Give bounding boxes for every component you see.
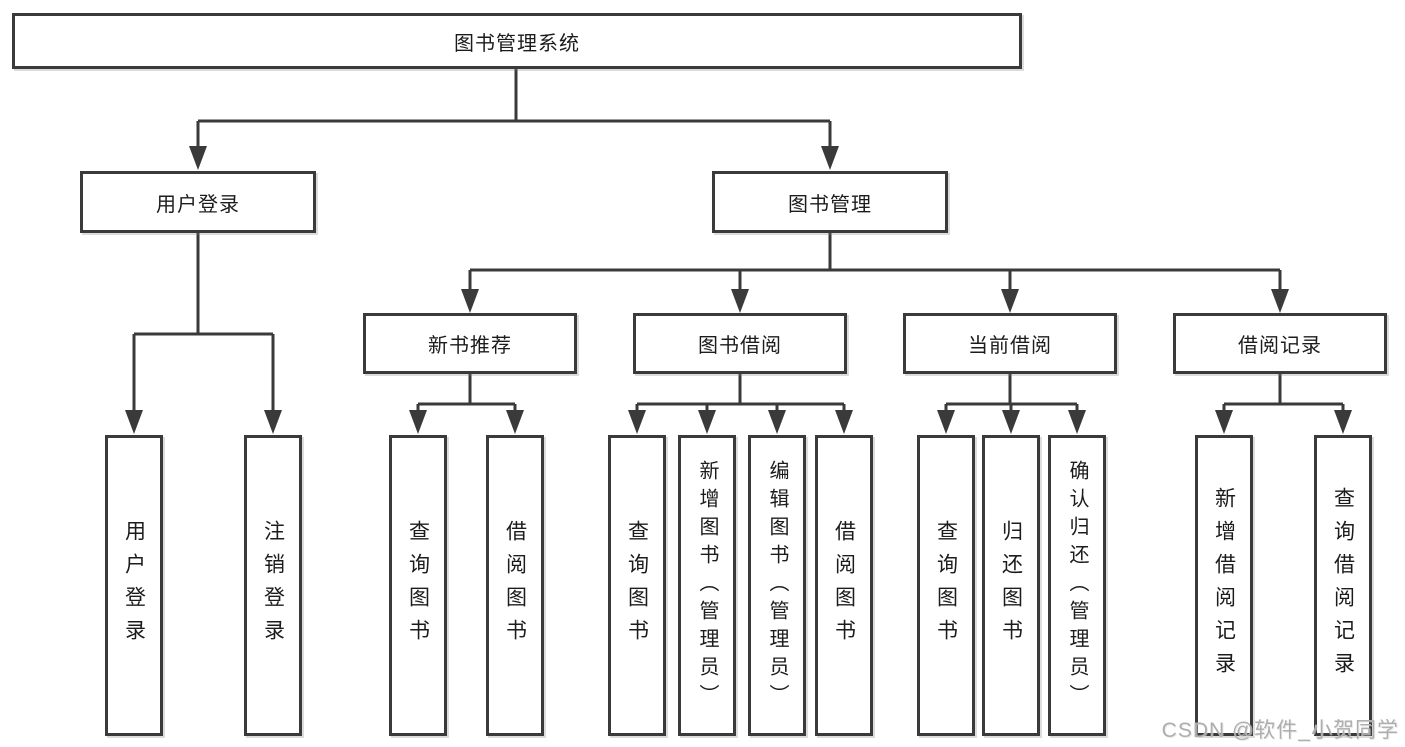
arrowhead xyxy=(1215,410,1233,434)
arrowhead xyxy=(189,146,207,170)
leaf-query-books-borrowing: 查询图书 xyxy=(608,435,666,736)
arrowhead xyxy=(1271,289,1289,313)
node-label: 图书借阅 xyxy=(698,335,782,357)
leaf-add-borrow-record: 新增借阅记录 xyxy=(1195,435,1253,736)
node-label: 图书管理系统 xyxy=(454,32,580,55)
arrowhead xyxy=(264,410,282,434)
leaf-return-book: 归还图书 xyxy=(982,435,1040,736)
watermark: CSDN @软件_小贺同学 xyxy=(1161,719,1399,742)
node-label: 当前借阅 xyxy=(968,335,1052,357)
node-new-book-recommend: 新书推荐 xyxy=(363,313,577,374)
arrowhead xyxy=(1334,410,1352,434)
leaf-borrow-books-newbooks: 借阅图书 xyxy=(486,435,544,736)
node-label: 归还图书 xyxy=(999,519,1023,652)
leaf-add-book-admin: 新增图书（管理员） xyxy=(678,435,736,736)
leaf-query-borrow-record: 查询借阅记录 xyxy=(1314,435,1372,736)
leaf-query-books-current: 查询图书 xyxy=(917,435,975,736)
leaf-confirm-return-admin: 确认归还（管理员） xyxy=(1048,435,1106,736)
arrowhead xyxy=(1068,410,1086,434)
node-label: 新增借阅记录 xyxy=(1212,486,1236,685)
arrowhead xyxy=(409,410,427,434)
arrowhead xyxy=(937,410,955,434)
arrowhead xyxy=(628,410,646,434)
node-borrowing-records: 借阅记录 xyxy=(1173,313,1387,374)
node-label: 图书管理 xyxy=(788,193,872,216)
arrowhead xyxy=(461,289,479,313)
node-label: 借阅图书 xyxy=(503,519,527,652)
node-label: 查询借阅记录 xyxy=(1331,486,1355,685)
node-root: 图书管理系统 xyxy=(12,13,1022,69)
arrowhead xyxy=(698,410,716,434)
leaf-borrow-books-borrowing: 借阅图书 xyxy=(815,435,873,736)
leaf-query-books-newbooks: 查询图书 xyxy=(389,435,447,736)
node-current-borrowing: 当前借阅 xyxy=(903,313,1117,374)
node-user-login: 用户登录 xyxy=(80,171,316,233)
arrowhead xyxy=(768,410,786,434)
arrowhead xyxy=(1002,410,1020,434)
node-label: 借阅图书 xyxy=(832,519,856,652)
node-label: 新增图书（管理员） xyxy=(696,459,718,712)
node-label: 查询图书 xyxy=(934,519,958,652)
node-label: 查询图书 xyxy=(625,519,649,652)
node-label: 借阅记录 xyxy=(1238,335,1322,357)
node-label: 确认归还（管理员） xyxy=(1066,459,1088,712)
leaf-user-login: 用户登录 xyxy=(105,435,163,736)
arrowhead xyxy=(835,410,853,434)
leaf-logout: 注销登录 xyxy=(244,435,302,736)
arrowhead xyxy=(731,289,749,313)
node-book-management: 图书管理 xyxy=(712,171,948,233)
node-book-borrowing: 图书借阅 xyxy=(633,313,847,374)
node-label: 注销登录 xyxy=(261,519,285,652)
node-label: 用户登录 xyxy=(122,519,146,652)
leaf-edit-book-admin: 编辑图书（管理员） xyxy=(748,435,806,736)
arrowhead xyxy=(506,410,524,434)
node-label: 新书推荐 xyxy=(428,335,512,357)
node-label: 用户登录 xyxy=(156,193,240,216)
arrowhead xyxy=(125,410,143,434)
node-label: 编辑图书（管理员） xyxy=(766,459,788,712)
node-label: 查询图书 xyxy=(406,519,430,652)
arrowhead xyxy=(1001,289,1019,313)
arrowhead xyxy=(821,146,839,170)
